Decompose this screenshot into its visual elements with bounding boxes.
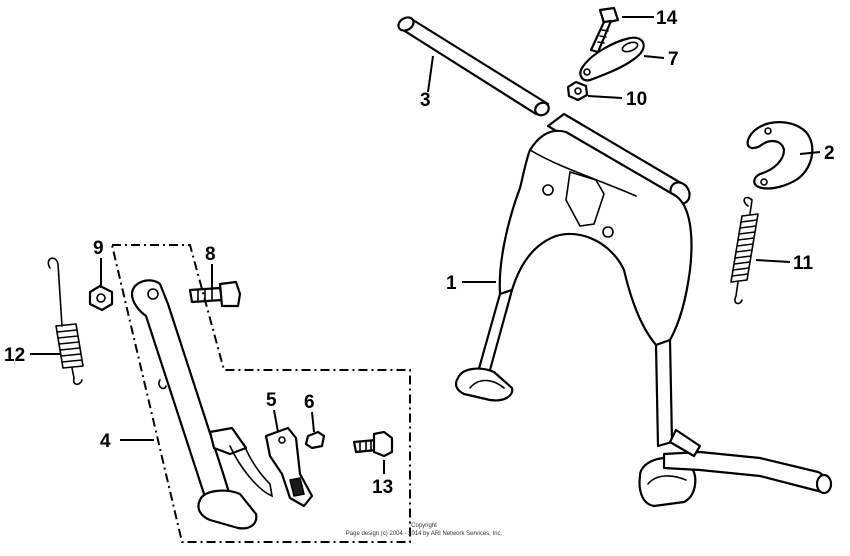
part-2-stopper-plate[interactable] — [746, 121, 814, 190]
copyright-label: Copyright — [411, 523, 437, 529]
part-7-bracket[interactable] — [579, 36, 645, 82]
callout-6: 6 — [304, 392, 315, 413]
callout-13: 13 — [372, 477, 393, 498]
callout-7: 7 — [668, 49, 679, 70]
part-13-bolt[interactable] — [352, 430, 394, 458]
part-4-side-stand-group — [110, 244, 411, 543]
callout-11: 11 — [793, 253, 814, 274]
callout-10: 10 — [626, 89, 647, 110]
callout-4: 4 — [100, 431, 111, 452]
callout-5: 5 — [266, 390, 277, 411]
part-3-pivot-shaft[interactable] — [396, 15, 551, 118]
part-10-nut[interactable] — [566, 80, 589, 102]
callout-12: 12 — [4, 345, 25, 366]
part-8-bolt[interactable] — [188, 280, 242, 308]
copyright-notice: Page design (c) 2004 - 2014 by ARI Netwo… — [346, 531, 503, 537]
part-1-main-stand[interactable] — [454, 112, 833, 508]
part-11-spring[interactable] — [730, 196, 759, 305]
leader-lines — [30, 16, 821, 474]
callout-8: 8 — [205, 244, 216, 265]
part-14-bolt[interactable] — [589, 6, 620, 54]
part-12-spring[interactable] — [47, 257, 84, 386]
callout-1: 1 — [446, 273, 457, 294]
callout-9: 9 — [93, 238, 104, 259]
part-4-side-stand[interactable] — [130, 279, 274, 530]
callout-labels: 1 2 3 4 5 6 7 8 9 10 11 12 13 14 — [4, 8, 835, 498]
copyright-footer: Copyright Page design (c) 2004 - 2014 by… — [346, 523, 503, 537]
callout-2: 2 — [824, 143, 835, 164]
part-9-nut[interactable] — [88, 284, 114, 312]
callout-3: 3 — [420, 90, 431, 111]
part-5-switch[interactable] — [264, 426, 314, 508]
part-6-rubber-cap[interactable] — [304, 430, 326, 450]
callout-14: 14 — [656, 8, 678, 29]
